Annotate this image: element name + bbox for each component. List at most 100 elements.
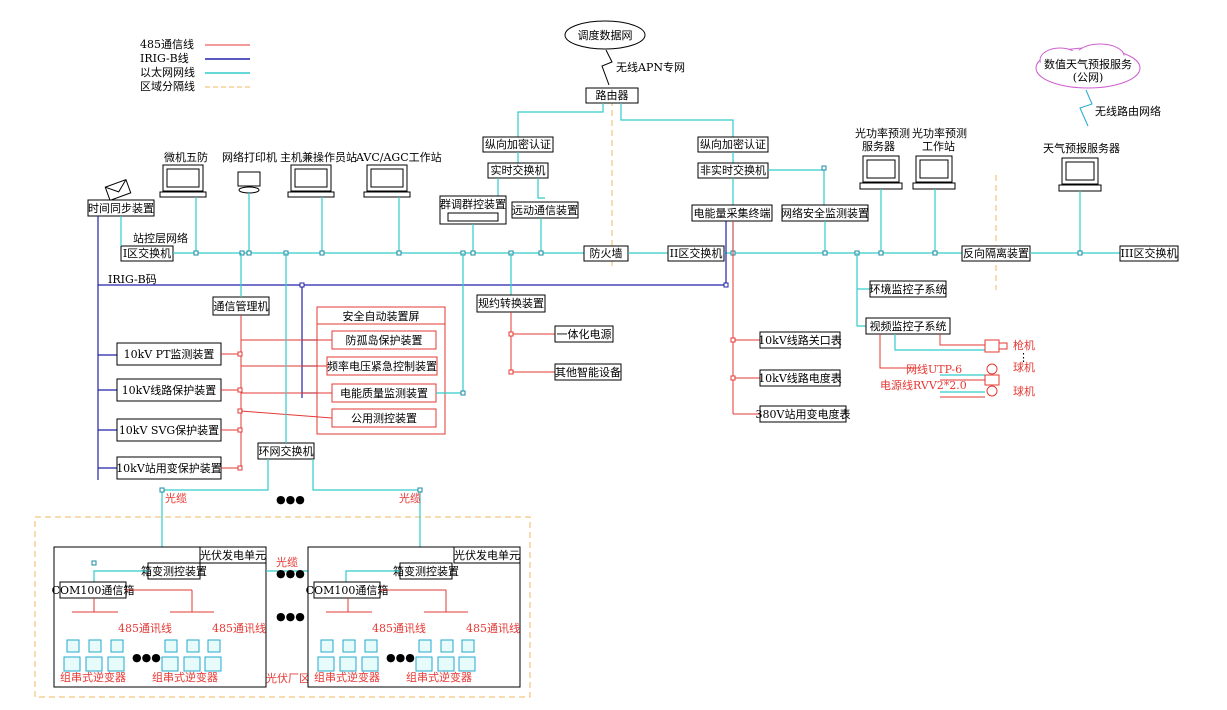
sw3-box (1119, 245, 1179, 262)
legend-irig-label: IRIG-B线 (140, 51, 189, 65)
forecast-workstation: 光功率预测 工作站 (912, 126, 967, 190)
printer-label: 网络打印机 (222, 150, 277, 164)
inverter-icons-left (63, 639, 222, 672)
firewall-label: 防火墙 (590, 246, 623, 260)
rt-to-group-line (474, 178, 499, 199)
line-prot-label: 10kV线路保护装置 (122, 383, 217, 397)
camera-dots: ⋮ (1018, 351, 1029, 364)
inverter-left-label-1: 组串式逆变器 (60, 670, 126, 684)
inverter-dots-left: ●●● (132, 651, 161, 664)
fiber-label-right: 光缆 (399, 491, 421, 505)
netsec-label: 网络安全监测装置 (781, 206, 869, 220)
router-box (585, 87, 639, 104)
integ-power-label: 一体化电源 (557, 327, 612, 341)
inverter-icons-right (317, 639, 476, 672)
gateway-meter-box (759, 331, 841, 349)
pt-mon-label: 10kV PT监测装置 (124, 348, 215, 361)
ball-camera-label-1: 球机 (1013, 360, 1035, 374)
router-to-auth2-line (620, 103, 734, 137)
rt-to-telecontrol-line (537, 178, 545, 199)
dispatch-network-label: 调度数据网 (578, 28, 633, 42)
legend: 485通信线 IRIG-B线 以太网网线 区域分隔线 (140, 37, 250, 93)
weather-cloud-line2: (公网) (1073, 71, 1104, 84)
mail-icon (104, 179, 132, 201)
box-ctrl-right-label: 箱变测控装置 (393, 564, 459, 578)
pv-area-border (34, 516, 531, 698)
pv-unit-right-title: 光伏发电单元 (454, 548, 520, 562)
workstation-avc: AVC/AGC工作站 (355, 150, 442, 198)
sw1-label: I区交换机 (123, 246, 171, 260)
aux-meter-label: 380V站用变电度表 (756, 407, 851, 421)
telecontrol-label: 远动通信装置 (512, 204, 578, 217)
pv-area-label: 光伏厂区 (266, 671, 310, 685)
station-net-label: 站控层网络 (133, 231, 188, 245)
safety-panel-title: 安全自动装置屏 (343, 309, 420, 323)
inverter-right-label-1: 组串式逆变器 (314, 670, 380, 684)
weather-server-label: 天气预报服务器 (1043, 141, 1120, 155)
router-to-auth1-line (517, 103, 604, 137)
vert-auth-2-label: 纵向加密认证 (700, 137, 766, 151)
trans-prot-label: 10kV站用变保护装置 (116, 461, 222, 475)
dispatch-network-ellipse (564, 20, 646, 50)
rvv-label: 电源线RVV2*2.0 (880, 378, 967, 392)
forecast-ws-l2: 工作站 (922, 139, 955, 153)
svg-prot-label: 10kV SVG保护装置 (119, 423, 219, 437)
inverter-left-label-2: 组串式逆变器 (152, 670, 218, 684)
group-ctrl-label: 群调群控装置 (440, 197, 506, 211)
inverter-right-label-2: 组串式逆变器 (406, 670, 472, 684)
485-nodes-left (237, 351, 243, 471)
host-label: 主机兼操作员站 (280, 150, 357, 164)
pv-unit-left: 光伏发电单元 箱变测控装置 COM100通信箱 485通讯线 485通讯线 ●●… (52, 546, 267, 688)
forecast-server-l2: 服务器 (862, 140, 895, 153)
irig-nodes (299, 282, 729, 288)
weather-cloud-line1: 数值天气预报服务 (1044, 57, 1132, 71)
other-dev-label: 其他智能设备 (555, 365, 621, 379)
forecast-server-l1: 光功率预测 (855, 126, 910, 140)
gun-camera-label: 枪机 (1013, 338, 1035, 352)
inverter-dots-right: ●●● (386, 651, 415, 664)
unit-gap-dots: ●●● (276, 610, 305, 623)
workstation-wufang: 微机五防 (159, 150, 208, 198)
router-label: 路由器 (596, 88, 629, 102)
nrt-switch-label: 非实时交换机 (700, 163, 766, 177)
cloud-icon (1035, 43, 1141, 89)
anti-islanding-label: 防孤岛保护装置 (346, 333, 423, 347)
protocol-conv-label: 规约转换装置 (478, 296, 544, 310)
irig-code-label: IRIG-B码 (108, 273, 157, 286)
rs485-right-2: 485通讯线 (466, 621, 520, 635)
wireless-label: 无线路由网络 (1095, 104, 1161, 118)
reverse-iso-label: 反向隔离装置 (963, 246, 1029, 260)
line-meter-box (759, 369, 841, 387)
common-ctrl-label: 公用测控装置 (351, 411, 417, 425)
wufang-label: 微机五防 (164, 150, 208, 164)
rs485-left-1: 485通讯线 (118, 621, 172, 635)
energy-terminal-label: 电能量采集终端 (694, 206, 771, 220)
telecontrol-box (511, 201, 579, 219)
rs485-left-2: 485通讯线 (212, 621, 266, 635)
workstation-host: 主机兼操作员站 (280, 150, 357, 198)
sw3-label: III区交换机 (1120, 246, 1177, 260)
line-meter-label: 10kV线路电度表 (758, 371, 842, 385)
com100-left-label: COM100通信箱 (52, 583, 135, 597)
ring-switch-label: 环网交换机 (259, 444, 314, 458)
fiber-label-left: 光缆 (165, 491, 187, 505)
apn-lightning-icon (601, 49, 613, 86)
energy-terminal-box (691, 204, 773, 222)
integ-power-box (554, 325, 614, 343)
legend-zone-label: 区域分隔线 (140, 79, 195, 93)
workstation-printer: 网络打印机 (222, 150, 277, 194)
video-mon-label: 视频监控子系统 (870, 319, 947, 333)
weather-server-icon (1058, 157, 1102, 192)
env-mon-label: 环境监控子系统 (870, 282, 947, 296)
wireless-lightning-icon (1079, 89, 1093, 127)
gateway-meter-label: 10kV线路关口表 (758, 333, 842, 347)
ring-right-fiber (312, 459, 421, 560)
vert-auth-1-label: 纵向加密认证 (485, 137, 551, 151)
freq-volt-ctrl-label: 频率电压紧急控制装置 (327, 359, 437, 373)
printer-icon (237, 171, 261, 187)
ring-left-fiber (161, 459, 269, 560)
avc-label: AVC/AGC工作站 (355, 150, 442, 164)
comm-mgr-label: 通信管理机 (214, 299, 269, 313)
fiber-label-mid: 光缆 (276, 555, 298, 569)
